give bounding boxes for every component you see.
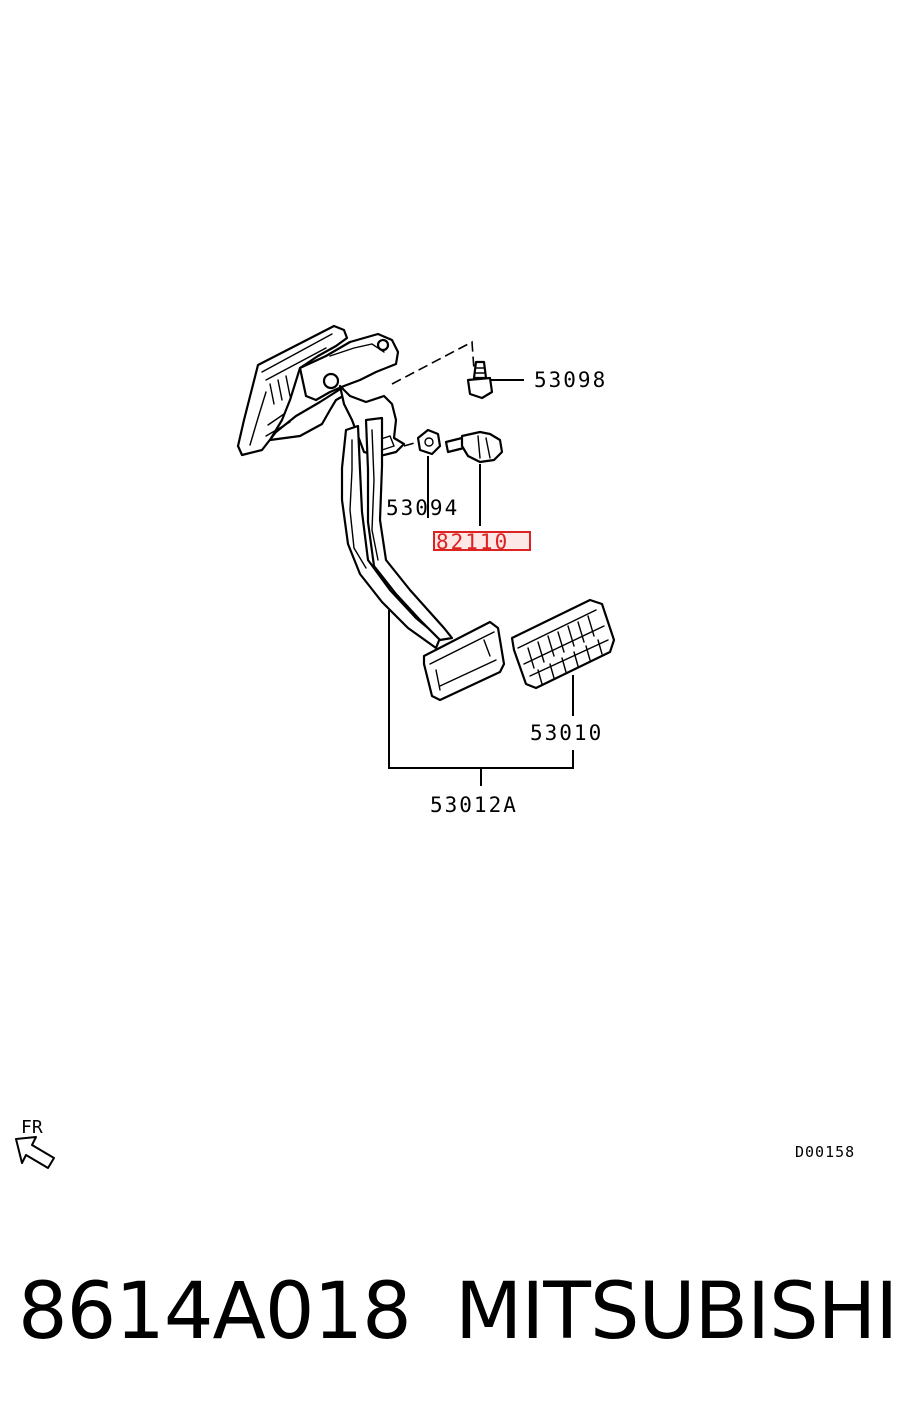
part-number: 8614A018 <box>18 1267 412 1357</box>
figure-code: D00158 <box>795 1143 855 1161</box>
callout-53012A[interactable]: 53012A <box>430 793 518 817</box>
front-direction-arrow-icon <box>15 1136 55 1169</box>
highlight-box-82110 <box>433 531 531 551</box>
callout-53010[interactable]: 53010 <box>530 721 603 745</box>
pedal-bracket <box>236 324 406 458</box>
stop-lamp-switch-82110 <box>444 430 504 464</box>
pedal-arm <box>340 416 454 650</box>
callout-53098[interactable]: 53098 <box>534 368 607 392</box>
footer: 8614A018 MITSUBISHI <box>0 1262 909 1372</box>
switch-axis-dashed-line <box>403 441 419 447</box>
bolt-53098 <box>466 360 494 400</box>
pedal-pad-rubber <box>510 598 616 690</box>
direction-label: FR <box>21 1117 43 1138</box>
brand-name: MITSUBISHI <box>455 1267 898 1357</box>
alignment-dashed-line <box>391 340 475 385</box>
pedal-plate <box>422 620 506 702</box>
nut-53094 <box>416 428 442 456</box>
callout-53094[interactable]: 53094 <box>386 496 459 520</box>
callout-82110[interactable]: 82110 <box>436 530 509 554</box>
